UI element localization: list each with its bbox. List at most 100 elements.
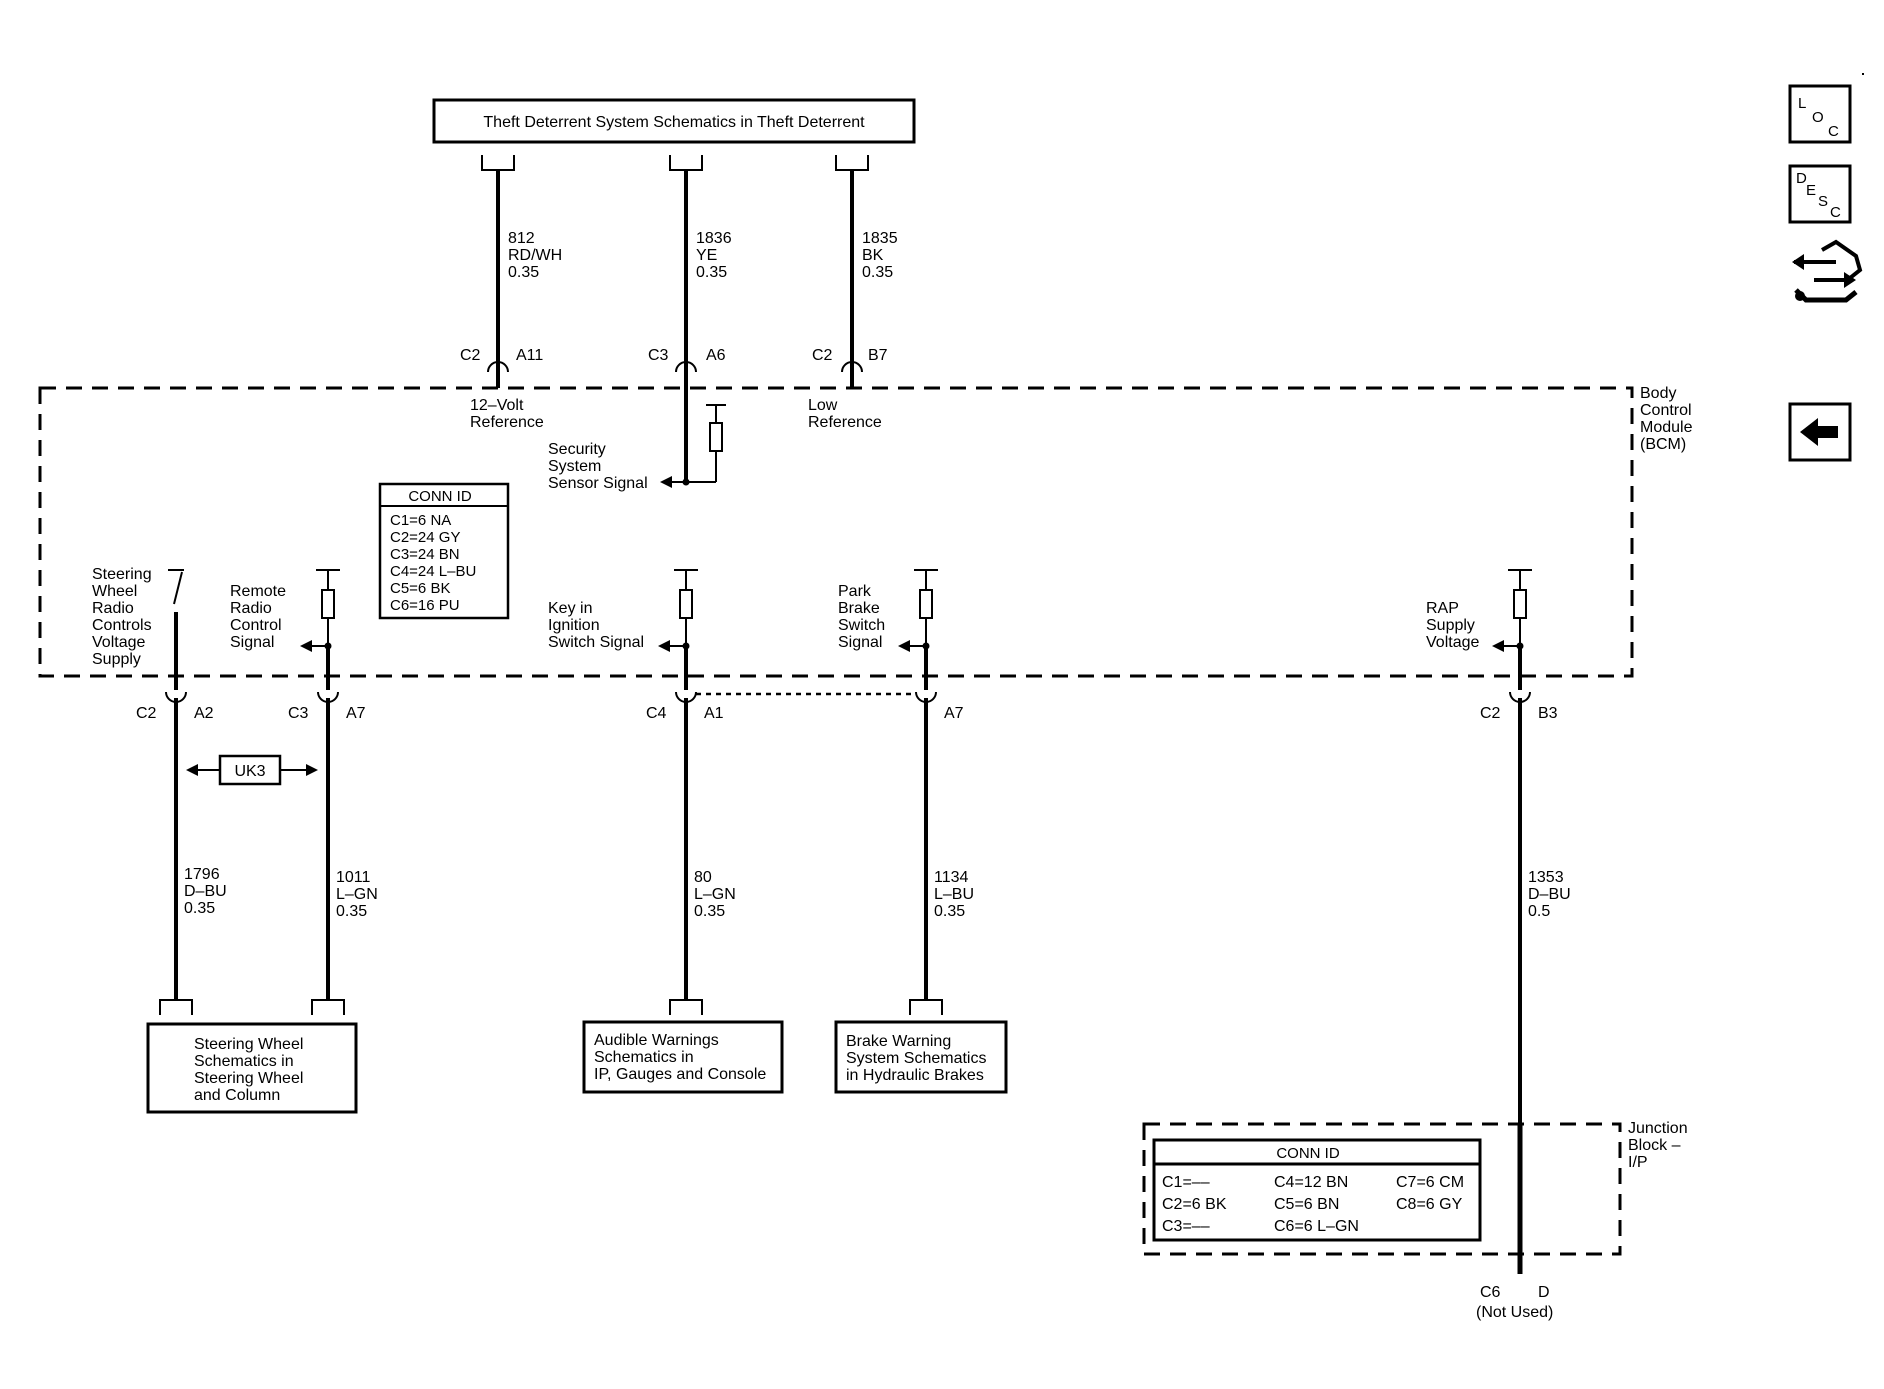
svg-text:System Schematics: System Schematics bbox=[846, 1050, 986, 1067]
circuit-label: 1353 bbox=[1528, 869, 1564, 886]
wire-1836-gauge: 0.35 bbox=[696, 264, 727, 281]
svg-text:Junction: Junction bbox=[1628, 1120, 1688, 1137]
wire-1835-circuit: 1835 bbox=[862, 230, 898, 247]
brake-warning-schematics-box[interactable]: Brake Warning System Schematics in Hydra… bbox=[834, 1020, 1008, 1094]
svg-text:C1=––: C1=–– bbox=[1162, 1174, 1210, 1191]
svg-text:Body: Body bbox=[1640, 385, 1676, 402]
svg-text:Ignition: Ignition bbox=[548, 617, 600, 634]
circuit-label: 1134 bbox=[934, 869, 969, 886]
theft-deterrent-box-label: Theft Deterrent System Schematics in The… bbox=[483, 114, 865, 131]
circuit-label: 80 bbox=[694, 869, 712, 886]
color-label: D–BU bbox=[184, 883, 227, 900]
bcm-label: Body Control Module (BCM) bbox=[1640, 385, 1693, 453]
svg-text:in Hydraulic Brakes: in Hydraulic Brakes bbox=[846, 1067, 984, 1084]
svg-text:IP, Gauges and Console: IP, Gauges and Console bbox=[594, 1066, 766, 1083]
connector-tool-icon[interactable] bbox=[1792, 239, 1863, 303]
color-label: L–GN bbox=[336, 886, 378, 903]
wire-1835-gauge: 0.35 bbox=[862, 264, 893, 281]
circuit-label: 1011 bbox=[336, 869, 371, 886]
conn-label: C2 bbox=[136, 705, 157, 722]
color-label: L–BU bbox=[934, 886, 974, 903]
color-label: L–GN bbox=[694, 886, 736, 903]
jb-conn-id-table: CONN ID C1=–– C2=6 BK C3=–– C4=12 BN C5=… bbox=[1152, 1138, 1482, 1242]
svg-text:C7=6 CM: C7=6 CM bbox=[1396, 1174, 1464, 1191]
svg-text:D: D bbox=[1538, 1284, 1550, 1301]
bcm-conn-id-title: CONN ID bbox=[408, 488, 472, 505]
svg-text:Signal: Signal bbox=[230, 634, 274, 651]
signal-park-brake: Park Brake Switch Signal A7 1134 L–BU 0.… bbox=[838, 569, 974, 1015]
svg-text:C6: C6 bbox=[1480, 1284, 1501, 1301]
gauge-label: 0.35 bbox=[336, 903, 367, 920]
svg-text:Voltage: Voltage bbox=[1426, 634, 1479, 651]
svg-text:C6=6 L–GN: C6=6 L–GN bbox=[1274, 1218, 1359, 1235]
bcm-conn-id-row: C5=6 BK bbox=[390, 580, 450, 597]
svg-text:Block –: Block – bbox=[1628, 1137, 1681, 1154]
svg-text:Switch Signal: Switch Signal bbox=[548, 634, 644, 651]
pin-label: A1 bbox=[704, 705, 724, 722]
uk3-option: UK3 bbox=[186, 754, 318, 786]
gauge-label: 0.5 bbox=[1528, 903, 1550, 920]
svg-text:(BCM): (BCM) bbox=[1640, 436, 1686, 453]
svg-text:Wheel: Wheel bbox=[92, 583, 137, 600]
svg-text:C8=6 GY: C8=6 GY bbox=[1396, 1196, 1463, 1213]
steering-wheel-schematics-box[interactable]: Steering Wheel Schematics in Steering Wh… bbox=[146, 1022, 358, 1114]
junction-block-boundary bbox=[1142, 1122, 1622, 1256]
conn-label: C4 bbox=[646, 705, 667, 722]
svg-text:Control: Control bbox=[1640, 402, 1692, 419]
svg-text:Brake: Brake bbox=[838, 600, 880, 617]
svg-text:Signal: Signal bbox=[838, 634, 882, 651]
wire-1836-color: YE bbox=[696, 247, 717, 264]
svg-text:Supply: Supply bbox=[92, 651, 141, 668]
wire-1835-conn: C2 bbox=[812, 347, 833, 364]
svg-text:Steering Wheel: Steering Wheel bbox=[194, 1070, 303, 1087]
wire-812-pin: A11 bbox=[516, 347, 543, 364]
bcm-conn-id-table: CONN ID C1=6 NA C2=24 GY C3=24 BN C4=24 … bbox=[378, 482, 510, 620]
svg-text:Controls: Controls bbox=[92, 617, 152, 634]
jb-conn-id-title: CONN ID bbox=[1276, 1145, 1340, 1162]
audible-warnings-schematics-box[interactable]: Audible Warnings Schematics in IP, Gauge… bbox=[582, 1020, 784, 1094]
signal-steering-wheel-radio: Steering Wheel Radio Controls Voltage Su… bbox=[92, 566, 227, 1015]
svg-text:C3=––: C3=–– bbox=[1162, 1218, 1210, 1235]
signal-key-in-ignition: Key in Ignition Switch Signal C4 A1 80 L… bbox=[548, 569, 736, 1015]
svg-text:Module: Module bbox=[1640, 419, 1693, 436]
gauge-label: 0.35 bbox=[694, 903, 725, 920]
signal-label-steering: Steering Wheel Radio Controls Voltage Su… bbox=[92, 566, 152, 668]
loc-icon[interactable]: L O C bbox=[1788, 84, 1852, 144]
svg-text:Switch: Switch bbox=[838, 617, 885, 634]
junction-block-label: Junction Block – I/P bbox=[1628, 1120, 1688, 1171]
wire-812: 812 RD/WH 0.35 C2 A11 12–Volt Reference bbox=[460, 155, 562, 431]
wire-1835-color: BK bbox=[862, 247, 884, 264]
svg-text:Brake Warning: Brake Warning bbox=[846, 1033, 951, 1050]
signal-remote-radio: Remote Radio Control Signal C3 A7 1011 L… bbox=[230, 569, 378, 1015]
bcm-conn-id-row: C6=16 PU bbox=[390, 597, 460, 614]
svg-text:O: O bbox=[1812, 109, 1824, 126]
svg-text:Steering: Steering bbox=[92, 566, 152, 583]
svg-text:Radio: Radio bbox=[230, 600, 272, 617]
wire-812-conn: C2 bbox=[460, 347, 481, 364]
desc-icon[interactable]: D E S C bbox=[1788, 164, 1852, 224]
bcm-conn-id-row: C1=6 NA bbox=[390, 512, 451, 529]
svg-text:C: C bbox=[1830, 204, 1841, 221]
back-arrow-icon[interactable] bbox=[1788, 402, 1852, 462]
circuit-label: 1796 bbox=[184, 866, 220, 883]
svg-text:Key in: Key in bbox=[548, 600, 592, 617]
signal-label-park: Park Brake Switch Signal bbox=[838, 583, 885, 651]
svg-text:C2=6 BK: C2=6 BK bbox=[1162, 1196, 1227, 1213]
wire-812-circuit: 812 bbox=[508, 230, 535, 247]
svg-text:RAP: RAP bbox=[1426, 600, 1459, 617]
svg-text:I/P: I/P bbox=[1628, 1154, 1648, 1171]
svg-text:Audible Warnings: Audible Warnings bbox=[594, 1032, 719, 1049]
svg-text:C4=12 BN: C4=12 BN bbox=[1274, 1174, 1348, 1191]
svg-text:Remote: Remote bbox=[230, 583, 286, 600]
security-signal-label-1: Security bbox=[548, 441, 606, 458]
wire-812-gauge: 0.35 bbox=[508, 264, 539, 281]
bcm-conn-id-row: C4=24 L–BU bbox=[390, 563, 476, 580]
svg-text:L: L bbox=[1798, 95, 1806, 112]
svg-text:E: E bbox=[1806, 182, 1816, 199]
bcm-boundary bbox=[38, 386, 1634, 678]
svg-text:Supply: Supply bbox=[1426, 617, 1475, 634]
signal-label-key: Key in Ignition Switch Signal bbox=[548, 600, 644, 651]
wire-812-label2: Reference bbox=[470, 414, 544, 431]
theft-deterrent-box[interactable]: Theft Deterrent System Schematics in The… bbox=[432, 98, 916, 144]
